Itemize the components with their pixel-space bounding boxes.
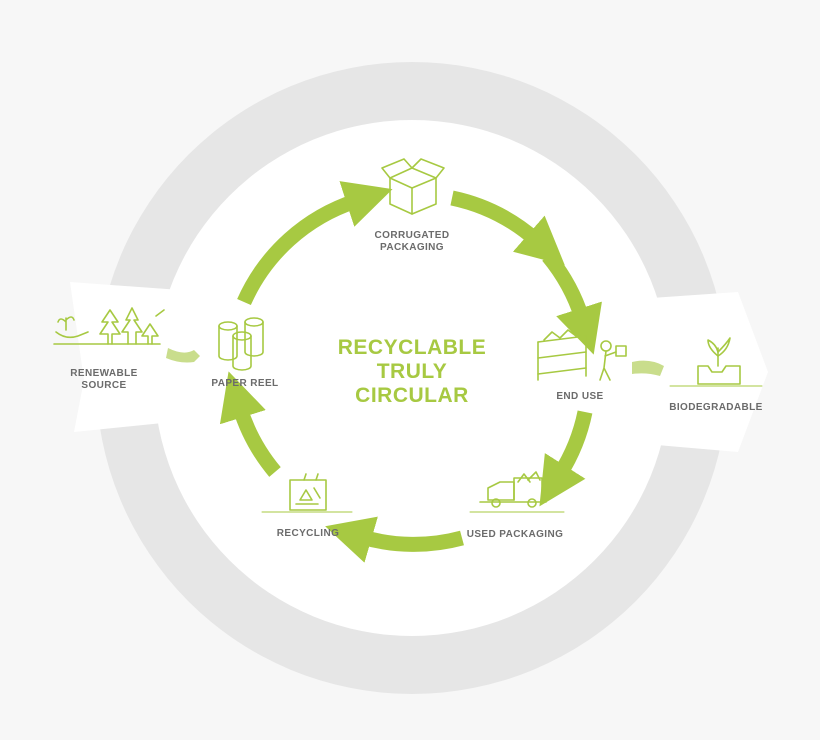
label-corrugated-line-1: CORRUGATED <box>374 230 450 241</box>
label-paper-reel-text: PAPER REEL <box>211 378 279 389</box>
label-corrugated-packaging: CORRUGATED PACKAGING <box>362 230 462 254</box>
arrow-used-packaging-to-recycling <box>325 516 464 563</box>
title-line-2: TRULY <box>376 360 448 383</box>
label-used-packaging-text: USED PACKAGING <box>466 529 564 540</box>
arrow-recycling-to-paper-reel <box>219 371 281 477</box>
paper-reel-icon <box>218 317 264 371</box>
corrugated-box-icon <box>381 158 445 215</box>
label-biodegradable-text: BIODEGRADABLE <box>669 402 763 413</box>
title-line-3: CIRCULAR <box>355 384 469 407</box>
arrow-end-use-entry <box>542 251 602 355</box>
label-renewable-source: RENEWABLE SOURCE <box>58 368 150 392</box>
label-recycling: RECYCLING <box>264 528 352 540</box>
biodegradable-plant-icon <box>669 337 763 387</box>
arrow-renewable-to-paper-reel <box>166 348 200 363</box>
arrow-paper-reel-to-corrugated <box>237 181 393 306</box>
arrow-end-use-to-used-packaging <box>539 410 593 507</box>
end-use-icon <box>537 329 627 381</box>
label-end-use: END USE <box>538 391 622 403</box>
arrow-corrugated-to-end-use <box>450 190 565 266</box>
label-renewable-line-1: RENEWABLE <box>70 368 138 379</box>
label-paper-reel: PAPER REEL <box>200 378 290 390</box>
diagram-title: RECYCLABLE TRULY CIRCULAR <box>312 336 512 408</box>
label-biodegradable: BIODEGRADABLE <box>664 402 768 414</box>
arrow-end-use-to-biodegradable <box>632 360 664 376</box>
label-end-use-text: END USE <box>556 391 604 402</box>
cycle-arrows <box>219 181 602 563</box>
left-white-panel <box>70 282 212 432</box>
label-recycling-text: RECYCLING <box>276 528 340 539</box>
title-line-1: RECYCLABLE <box>337 336 487 359</box>
renewable-source-icon <box>53 307 165 345</box>
recycling-bale-icon <box>261 473 353 513</box>
right-white-panel <box>622 292 768 452</box>
delivery-truck-icon <box>469 471 565 513</box>
label-renewable-line-2: SOURCE <box>81 380 127 391</box>
label-used-packaging: USED PACKAGING <box>460 529 570 541</box>
label-corrugated-line-2: PACKAGING <box>380 242 444 253</box>
